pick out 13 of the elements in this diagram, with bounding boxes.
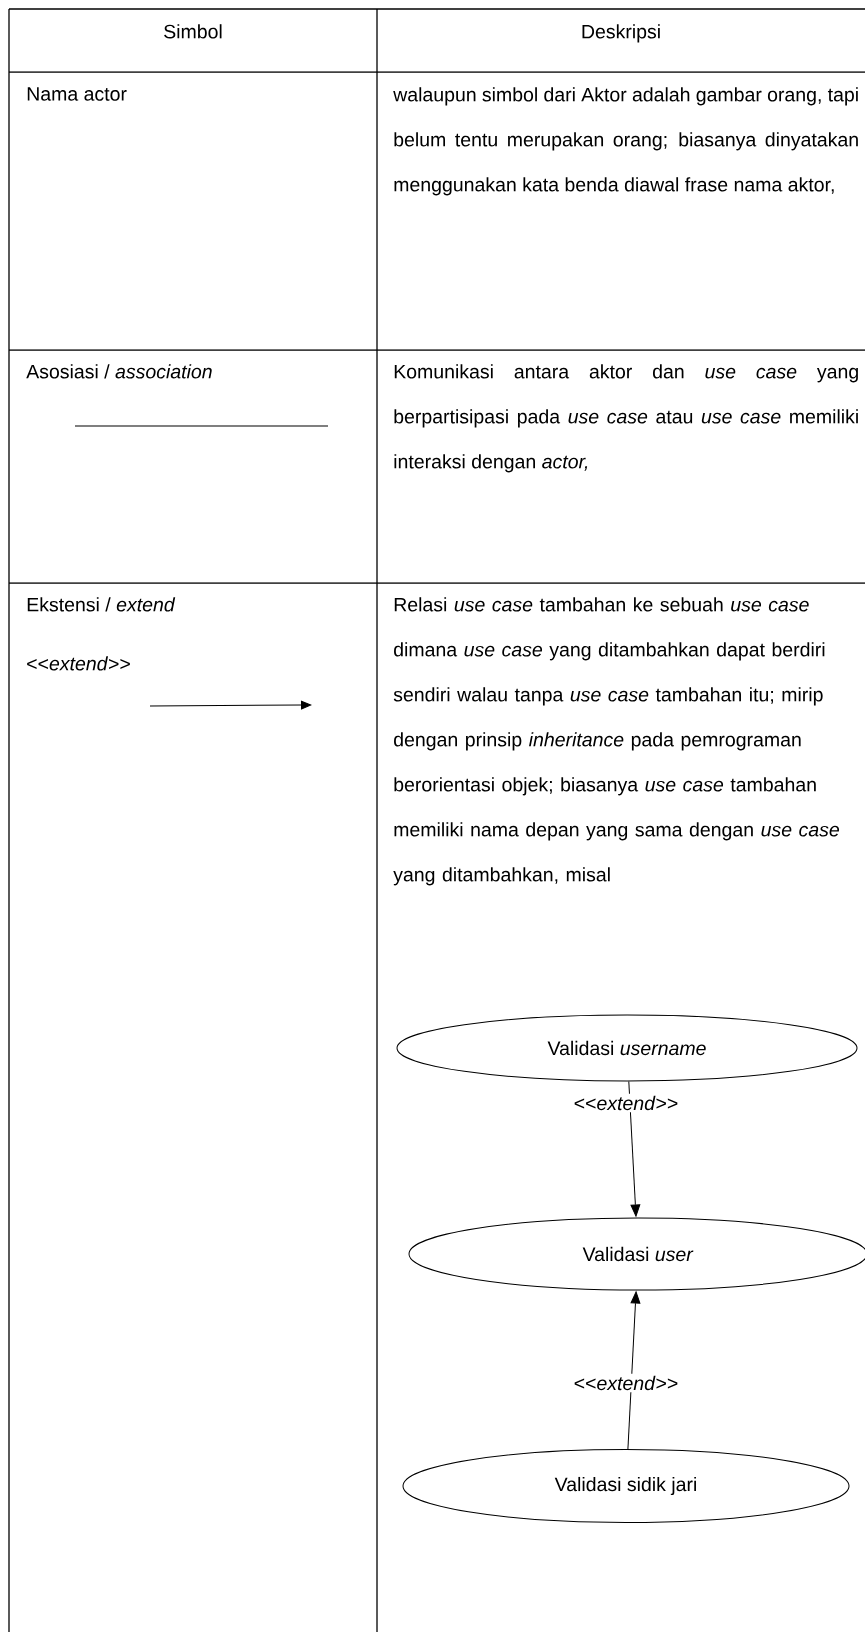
cell-text: Relasi use case tambahan ke sebuah use case dimana use case yang ditambahkan dapat berdiri sendiri walau tanpa use case tambahan itu; mirip dengan prinsip inheritance pada pemrograman berorientasi objek; biasanya use case tambahan memiliki nama depan yang sama dengan use case yang ditambahkan, misal [393,597,840,886]
edge-label: <<extend>> [574,1095,678,1111]
arrow [628,1081,641,1217]
arrow [627,1291,641,1450]
edge-label: <<extend>> [574,1375,678,1391]
header-text: Simbol [164,24,222,39]
cell-text: Komunikasi antara aktor dan use case yang berpartisipasi pada use case atau use case memiliki interaksi dengan actor, [394,364,858,473]
header-text: Deskripsi [582,24,660,43]
cell-text: Nama actor [27,87,127,101]
cell-text: Ekstensi / extend [27,597,176,612]
cell-text: walaupun simbol dari Aktor adalah gambar orang, tapi belum tentu merupakan orang; biasanya dinyatakan menggunakan kata benda diawal frase nama aktor, [393,87,858,196]
cell-text: Asosiasi / association [26,364,212,379]
stereotype-label: <<extend>> [27,656,130,671]
